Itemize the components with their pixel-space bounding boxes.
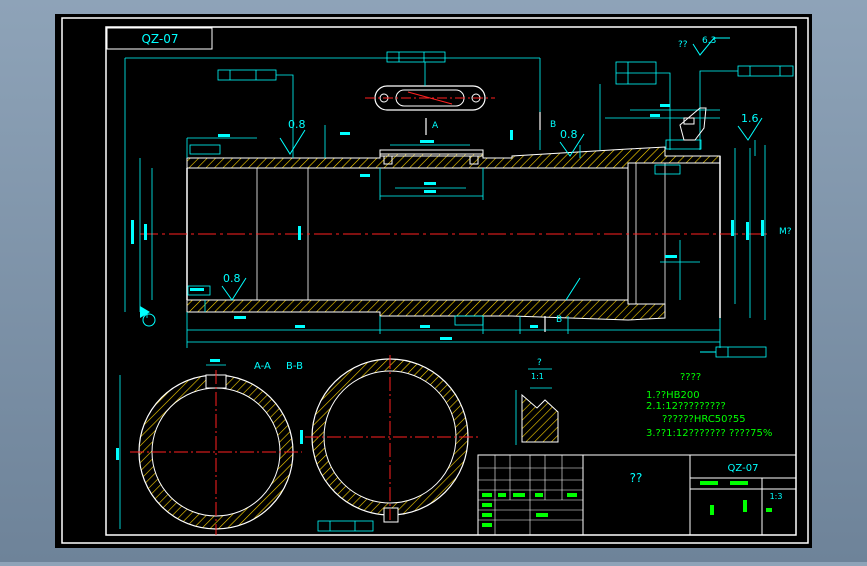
section-aa-inner (151, 387, 281, 517)
datum-triangle (140, 306, 150, 318)
tech-line-3: 3.??1:12??????? ????75% (646, 428, 772, 439)
title-part-name: ?? (630, 471, 643, 485)
outer-border (61, 17, 809, 544)
end-chamfer-detail (679, 107, 707, 141)
roughness-inner-bottom-symbol (221, 277, 247, 301)
title-block-frame (477, 454, 797, 536)
keyway-right-hole (469, 155, 479, 165)
tolerance-frame-9 (187, 285, 211, 296)
roughness-inner-bottom-value: 0.8 (223, 272, 241, 285)
datum-circle-left (142, 313, 156, 327)
detail-label: ? (537, 358, 542, 368)
section-aa-dim-value (116, 448, 119, 460)
roughness-end-face-value: 1.6 (741, 112, 759, 125)
roughness-symbols (221, 117, 763, 301)
tolerance-frame-11 (317, 520, 374, 532)
roughness-end-face-symbol (737, 117, 763, 141)
title-block-cell-text (482, 481, 772, 527)
roughness-general-value: 6.3 (702, 36, 716, 46)
roughness-general-prefix: ?? (678, 40, 688, 50)
tech-line-2b: ??????HRC50?55 (662, 414, 746, 425)
detail-scale: 1:1 (531, 372, 544, 381)
title-block (477, 454, 797, 536)
section-bb-hole (383, 507, 399, 523)
section-bb-view (300, 355, 478, 523)
section-a-label: A (432, 121, 439, 131)
tech-line-2: 2.1:12????????? (646, 401, 726, 412)
tolerance-frame-10 (454, 315, 484, 326)
tolerance-frame-7 (654, 164, 681, 175)
detail-profile (521, 393, 559, 443)
roughness-outer-mid-symbol (559, 133, 585, 157)
section-bb-title: B-B (286, 361, 303, 372)
section-b-label-bottom: B (556, 315, 562, 325)
roughness-outer-left-value: 0.8 (288, 118, 306, 131)
roughness-outer-left-symbol (279, 129, 306, 155)
tech-title: ???? (680, 372, 701, 383)
dimension-values (131, 104, 764, 340)
leader-lines (146, 62, 756, 318)
roughness-outer-mid-value: 0.8 (560, 128, 578, 141)
drawing-number-box (106, 27, 213, 50)
title-scale: 1:3 (770, 492, 783, 501)
section-b-label-top: B (550, 120, 556, 130)
tech-requirements: ???? 1.??HB200 2.1:12????????? ??????HRC… (646, 372, 772, 439)
title-drawing-number: QZ-07 (728, 463, 759, 474)
main-view (140, 146, 770, 321)
keyway-diagonal (407, 91, 453, 105)
datum-m-label: M? (779, 227, 792, 237)
keyway-top-view (365, 85, 495, 111)
detail-view: ? 1:1 (515, 358, 559, 445)
inner-frame (105, 26, 797, 536)
section-aa-title: A-A (254, 361, 271, 372)
section-bb-dim-value (300, 430, 303, 444)
tolerance-frame-6 (189, 144, 221, 155)
section-aa-key-dim-value (210, 359, 220, 362)
keyway-left-hole (383, 155, 393, 165)
tolerance-frame-2 (386, 51, 446, 63)
keyway-profile (379, 149, 484, 157)
drawing-number-top: QZ-07 (141, 32, 178, 46)
dimension-lines (124, 57, 766, 348)
section-aa-view (116, 359, 302, 535)
end-chamfer-notch (683, 117, 695, 125)
tech-line-1: 1.??HB200 (646, 390, 700, 401)
taper-leader (565, 277, 581, 301)
section-markers (425, 112, 546, 332)
roughness-general-symbol (692, 37, 730, 56)
